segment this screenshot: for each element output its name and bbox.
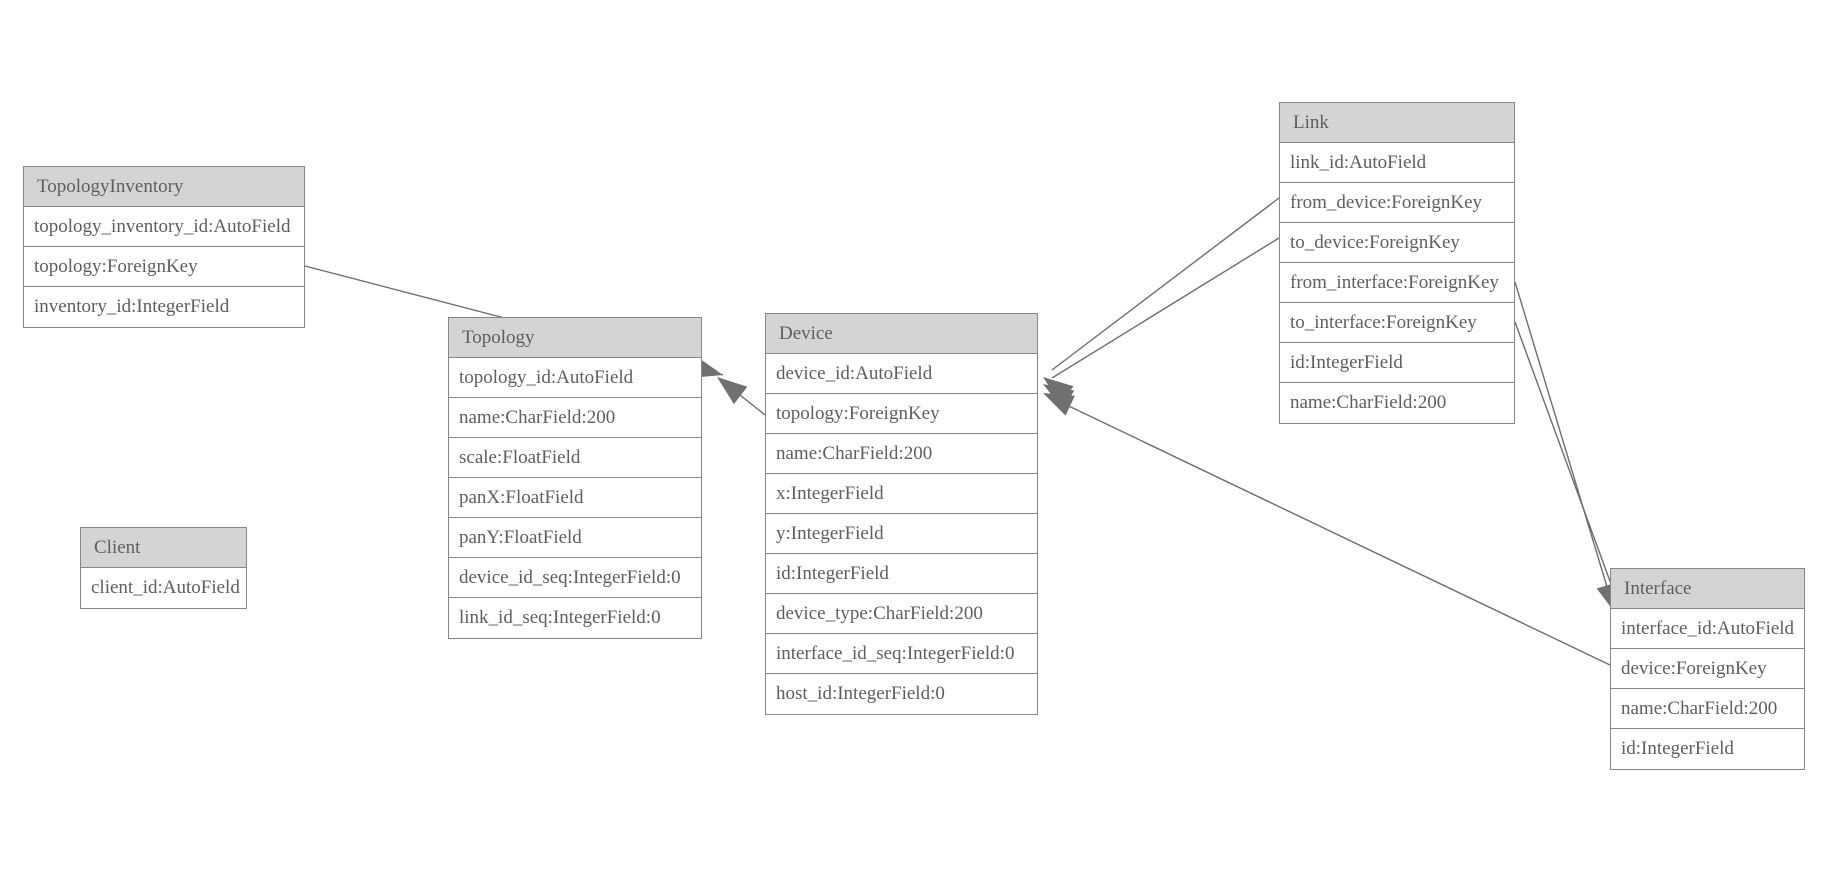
edge-arrowhead bbox=[1043, 393, 1075, 416]
entity-field: interface_id_seq:IntegerField:0 bbox=[766, 634, 1037, 674]
relationship-edge bbox=[717, 377, 766, 416]
edge-arrowhead bbox=[1043, 384, 1075, 410]
entity-title-client: Client bbox=[81, 528, 246, 568]
relationship-edge bbox=[1043, 197, 1280, 404]
entity-field: scale:FloatField bbox=[449, 438, 701, 478]
edge-line bbox=[1514, 281, 1612, 601]
edge-line bbox=[1051, 197, 1280, 371]
entity-field: name:CharField:200 bbox=[766, 434, 1037, 474]
edge-arrowhead bbox=[1043, 377, 1074, 404]
entity-field: device_type:CharField:200 bbox=[766, 594, 1037, 634]
entity-field: from_device:ForeignKey bbox=[1280, 183, 1514, 223]
entity-field: topology_inventory_id:AutoField bbox=[24, 207, 304, 247]
edge-line bbox=[1051, 237, 1280, 379]
entity-field: inventory_id:IntegerField bbox=[24, 287, 304, 327]
entity-field: interface_id:AutoField bbox=[1611, 609, 1804, 649]
entity-field: topology_id:AutoField bbox=[449, 358, 701, 398]
entity-title-link: Link bbox=[1280, 103, 1514, 143]
relationship-edge bbox=[1043, 237, 1280, 410]
entity-field: link_id_seq:IntegerField:0 bbox=[449, 598, 701, 638]
entity-field: to_device:ForeignKey bbox=[1280, 223, 1514, 263]
entity-field: panY:FloatField bbox=[449, 518, 701, 558]
entity-field: to_interface:ForeignKey bbox=[1280, 303, 1514, 343]
entity-title-interface: Interface bbox=[1611, 569, 1804, 609]
relationship-edge bbox=[1043, 393, 1611, 666]
edge-line bbox=[1514, 321, 1619, 604]
entity-field: name:CharField:200 bbox=[1280, 383, 1514, 423]
entity-field: from_interface:ForeignKey bbox=[1280, 263, 1514, 303]
entity-field: link_id:AutoField bbox=[1280, 143, 1514, 183]
edge-line bbox=[724, 382, 766, 416]
entity-title-topology: Topology bbox=[449, 318, 701, 358]
entity-title-topology_inventory: TopologyInventory bbox=[24, 167, 304, 207]
entity-field: client_id:AutoField bbox=[81, 568, 246, 608]
entity-field: name:CharField:200 bbox=[449, 398, 701, 438]
entity-field: id:IntegerField bbox=[766, 554, 1037, 594]
edge-line bbox=[1051, 397, 1611, 666]
entity-field: host_id:IntegerField:0 bbox=[766, 674, 1037, 714]
entity-field: topology:ForeignKey bbox=[24, 247, 304, 287]
entity-field: y:IntegerField bbox=[766, 514, 1037, 554]
entity-field: x:IntegerField bbox=[766, 474, 1037, 514]
edge-arrowhead bbox=[717, 377, 748, 405]
entity-field: name:CharField:200 bbox=[1611, 689, 1804, 729]
relationship-edge bbox=[1514, 281, 1618, 614]
entity-title-device: Device bbox=[766, 314, 1037, 354]
entity-field: id:IntegerField bbox=[1611, 729, 1804, 769]
entity-field: id:IntegerField bbox=[1280, 343, 1514, 383]
entity-field: device_id_seq:IntegerField:0 bbox=[449, 558, 701, 598]
entity-field: panX:FloatField bbox=[449, 478, 701, 518]
entity-field: device_id:AutoField bbox=[766, 354, 1037, 394]
entity-field: device:ForeignKey bbox=[1611, 649, 1804, 689]
entity-field: topology:ForeignKey bbox=[766, 394, 1037, 434]
